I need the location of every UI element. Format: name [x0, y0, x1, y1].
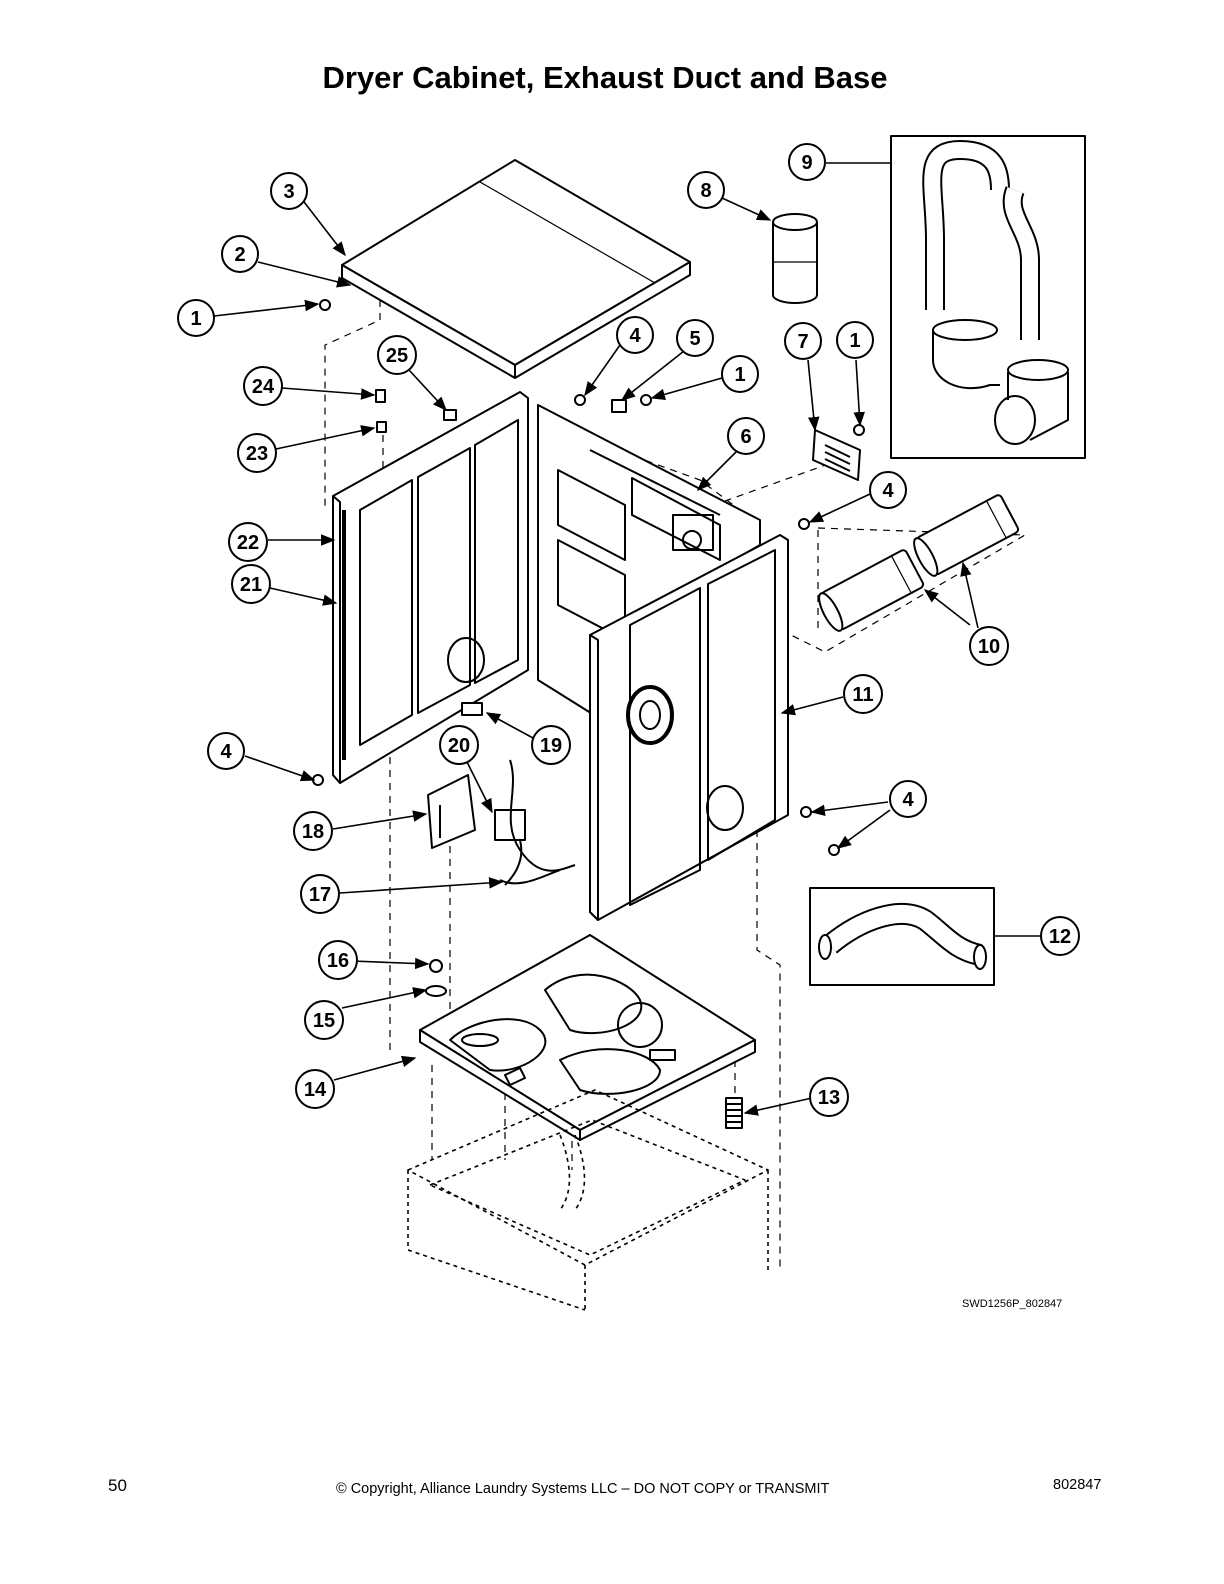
svg-text:11: 11: [852, 684, 873, 706]
top-panel: [341, 159, 691, 379]
callout-20: 20: [439, 725, 479, 765]
svg-text:18: 18: [302, 821, 324, 843]
leader-lines: [213, 162, 1040, 1116]
document-number: 802847: [1053, 1477, 1102, 1493]
svg-text:25: 25: [386, 345, 408, 367]
callout-23: 23: [237, 433, 277, 473]
svg-text:6: 6: [740, 426, 751, 448]
svg-text:15: 15: [313, 1010, 335, 1032]
callout-22: 22: [228, 522, 268, 562]
svg-text:13: 13: [818, 1087, 840, 1109]
callout-8: 8: [687, 171, 725, 209]
svg-text:10: 10: [978, 636, 1000, 658]
callout-9: 9: [788, 143, 826, 181]
svg-text:21: 21: [240, 574, 262, 596]
callout-19: 19: [531, 725, 571, 765]
duct-kit-box: [890, 135, 1086, 459]
callout-4: 4: [616, 316, 654, 354]
callout-11: 11: [843, 674, 883, 714]
exhaust-cover: [812, 429, 861, 481]
left-side-panel: [332, 391, 529, 784]
callout-6: 6: [727, 417, 765, 455]
callout-4: 4: [869, 471, 907, 509]
pedestal-frame: [407, 1089, 769, 1311]
svg-text:20: 20: [448, 735, 470, 757]
svg-text:22: 22: [237, 532, 259, 554]
callout-12: 12: [1040, 916, 1080, 956]
callout-15: 15: [304, 1000, 344, 1040]
callout-17: 17: [300, 874, 340, 914]
svg-text:23: 23: [246, 443, 268, 465]
copyright-notice: © Copyright, Alliance Laundry Systems LL…: [336, 1481, 830, 1497]
callout-24: 24: [243, 366, 283, 406]
svg-text:24: 24: [252, 376, 275, 398]
svg-text:4: 4: [629, 325, 641, 347]
callout-2: 2: [221, 235, 259, 273]
svg-text:17: 17: [309, 884, 331, 906]
page-title: Dryer Cabinet, Exhaust Duct and Base: [322, 60, 888, 95]
svg-text:8: 8: [700, 180, 711, 202]
svg-text:4: 4: [882, 480, 894, 502]
right-side-panel: [589, 534, 789, 921]
callout-25: 25: [377, 335, 417, 375]
callout-7: 7: [784, 322, 822, 360]
bracket: [427, 774, 476, 849]
callout-16: 16: [318, 940, 358, 980]
callouts: 3 2 1 8 9 4 5 1 7 1 25 24 23 6 4 22 21 1…: [177, 143, 1080, 1117]
callout-10: 10: [969, 626, 1009, 666]
svg-text:16: 16: [327, 950, 349, 972]
svg-text:14: 14: [304, 1079, 327, 1101]
callout-3: 3: [270, 172, 308, 210]
callout-1: 1: [177, 299, 215, 337]
svg-text:2: 2: [234, 244, 245, 266]
svg-text:1: 1: [734, 364, 745, 386]
svg-text:19: 19: [540, 735, 562, 757]
callout-13: 13: [809, 1077, 849, 1117]
duct-pipes: [818, 494, 1020, 632]
flex-hose-box: [809, 887, 995, 986]
callout-14: 14: [295, 1069, 335, 1109]
hardware: [312, 299, 865, 997]
callout-18: 18: [293, 811, 333, 851]
callout-1: 1: [836, 321, 874, 359]
page-number: 50: [108, 1476, 127, 1495]
svg-text:12: 12: [1049, 926, 1071, 948]
exhaust-pipe: [772, 213, 818, 304]
svg-text:1: 1: [849, 330, 860, 352]
svg-text:4: 4: [902, 789, 914, 811]
callout-4: 4: [889, 780, 927, 818]
callout-4: 4: [207, 732, 245, 770]
callout-5: 5: [676, 319, 714, 357]
svg-text:7: 7: [797, 331, 808, 353]
drawing-id: SWD1256P_802847: [962, 1298, 1063, 1310]
callout-21: 21: [231, 564, 271, 604]
svg-text:3: 3: [283, 181, 294, 203]
svg-text:5: 5: [689, 328, 700, 350]
svg-text:4: 4: [220, 741, 232, 763]
callout-1: 1: [721, 355, 759, 393]
svg-text:1: 1: [190, 308, 201, 330]
leveling-leg: [725, 1097, 743, 1129]
svg-text:9: 9: [801, 152, 812, 174]
base: [419, 934, 756, 1141]
wire-harness: [494, 759, 576, 886]
